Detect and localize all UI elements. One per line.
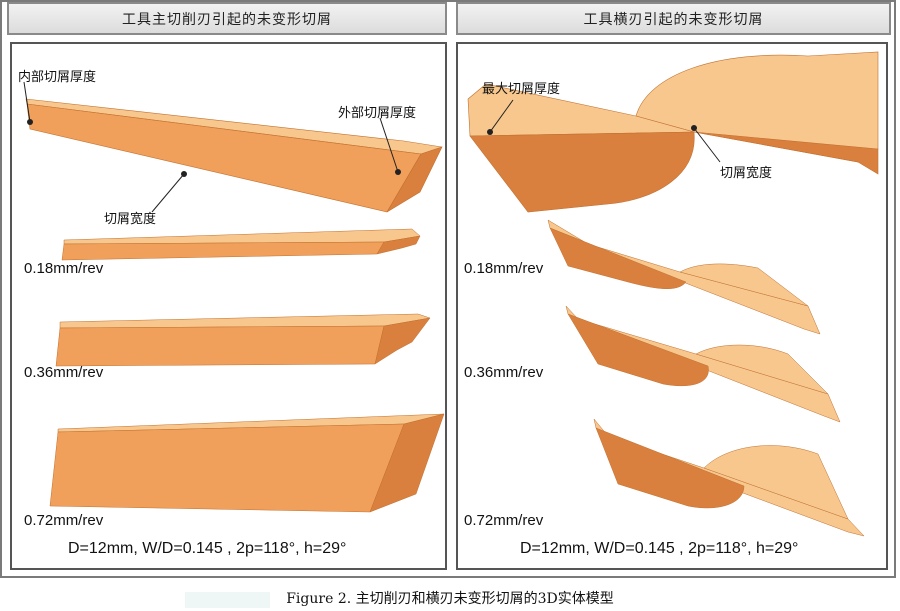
feed-label-072: 0.72mm/rev xyxy=(24,512,104,529)
main-edge-chip-018 xyxy=(61,228,421,261)
right-feed-label-036: 0.36mm/rev xyxy=(464,364,544,381)
max-thickness-label: 最大切屑厚度 xyxy=(482,82,561,97)
feed-label-018: 0.18mm/rev xyxy=(24,260,104,277)
right-chips-illustration xyxy=(467,51,879,537)
chisel-edge-chip-large xyxy=(467,51,879,213)
right-parameters-text: D=12mm, W/D=0.145 , 2p=118°, h=29° xyxy=(520,540,799,557)
main-edge-chip-072 xyxy=(49,413,445,513)
right-chip-width-label: 切屑宽度 xyxy=(720,166,773,181)
figure-caption: Figure 2. 主切削刃和横刃未变形切屑的3D实体模型 xyxy=(286,591,614,607)
left-panel-header: 工具主切削刃引起的未变形切屑 xyxy=(7,2,447,35)
right-feed-label-018: 0.18mm/rev xyxy=(464,260,544,277)
chisel-edge-chip-036 xyxy=(565,305,841,423)
right-panel-header: 工具横刃引起的未变形切屑 xyxy=(456,2,891,35)
inner-thickness-label: 内部切屑厚度 xyxy=(18,70,97,85)
faint-highlight xyxy=(185,592,270,608)
right-feed-label-072: 0.72mm/rev xyxy=(464,512,544,529)
left-chips-illustration xyxy=(23,81,445,513)
chisel-edge-chip-018 xyxy=(547,219,821,335)
feed-label-036: 0.36mm/rev xyxy=(24,364,104,381)
main-edge-chip-large xyxy=(23,81,443,213)
right-panel: 最大切屑厚度 切屑宽度 0.18mm/rev 0.36mm/rev 0.72mm… xyxy=(456,42,888,570)
outer-thickness-label: 外部切屑厚度 xyxy=(338,106,417,121)
right-header-text: 工具横刃引起的未变形切屑 xyxy=(583,11,764,28)
left-header-text: 工具主切削刃引起的未变形切屑 xyxy=(122,11,332,28)
chip-width-label: 切屑宽度 xyxy=(104,212,157,227)
chisel-edge-chip-072 xyxy=(593,418,865,537)
parameters-text: D=12mm, W/D=0.145 , 2p=118°, h=29° xyxy=(68,540,347,557)
main-edge-chip-036 xyxy=(55,313,431,367)
left-panel: 内部切屑厚度 外部切屑厚度 切屑宽度 0.18mm/rev 0.36mm/rev… xyxy=(10,42,447,570)
